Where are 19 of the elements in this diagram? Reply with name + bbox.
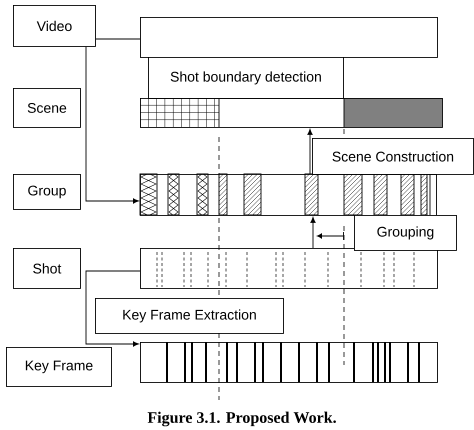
arrow: [310, 217, 316, 248]
process-box: Shot boundary detection: [148, 57, 344, 99]
label-box: Key Frame: [6, 347, 112, 387]
keyframe-bar: [140, 342, 438, 383]
arrow: [86, 270, 140, 347]
segmented-bar: [140, 174, 437, 216]
scene-bar: [140, 98, 443, 128]
label-box: Video: [13, 5, 96, 47]
process-box: Scene Construction: [312, 138, 474, 175]
arrow: [86, 46, 139, 204]
label-box: Group: [13, 174, 81, 210]
figure-caption: Figure 3.1. Proposed Work.: [148, 412, 336, 426]
process-box: Key Frame Extraction: [95, 298, 284, 334]
connector-line: [95, 38, 140, 40]
shot-bar: [140, 248, 438, 289]
label-box: Shot: [13, 248, 81, 289]
label-box: Scene: [13, 88, 81, 128]
arrow: [307, 129, 313, 174]
process-box: Grouping: [354, 215, 457, 251]
